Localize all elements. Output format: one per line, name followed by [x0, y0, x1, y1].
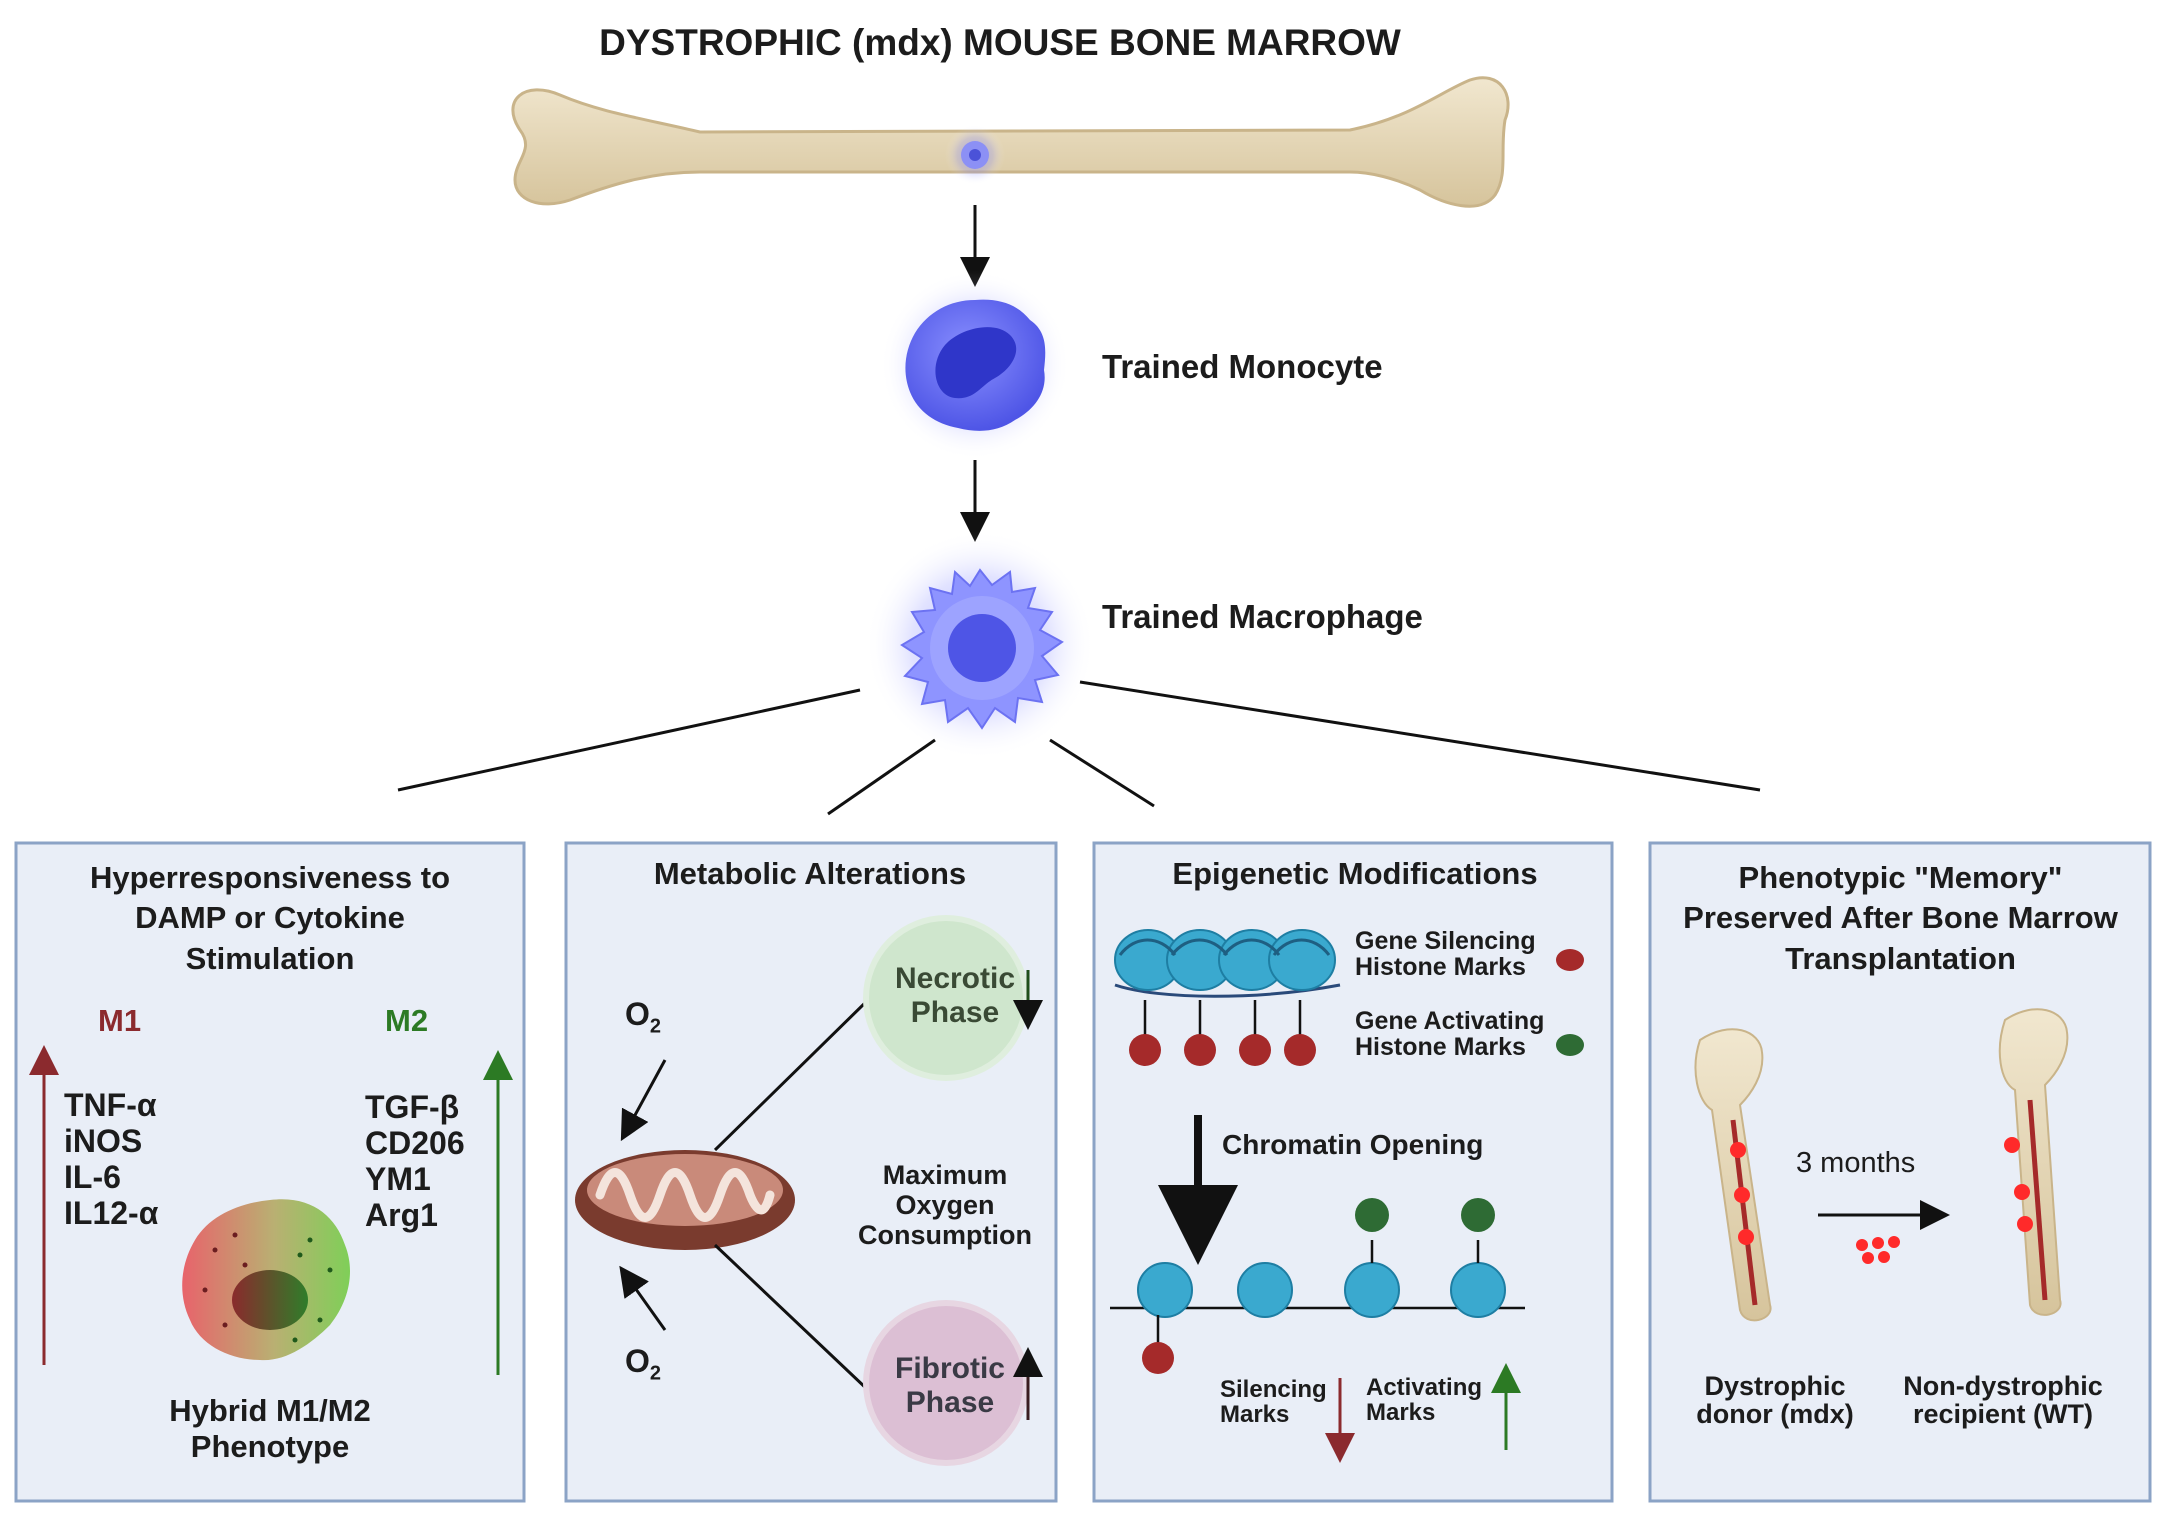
marker-tgf: TGF-β: [365, 1089, 460, 1125]
silencing-legend-line1: Gene Silencing: [1355, 927, 1536, 955]
necrotic-phase-label: Necrotic Phase: [880, 962, 1030, 1029]
max-oxygen-label: Maximum Oxygen Consumption: [830, 1160, 1060, 1251]
donor-line1: Dystrophic: [1704, 1371, 1846, 1401]
m2-label: M2: [385, 1003, 429, 1038]
panel2-title: Metabolic Alterations: [653, 856, 967, 891]
femur-bone-icon: [511, 76, 1510, 208]
marker-il6: IL-6: [64, 1159, 121, 1196]
recipient-bone-icon: [1998, 1008, 2069, 1316]
marker-cd206: CD206: [365, 1125, 465, 1162]
m1-label: M1: [98, 1003, 142, 1038]
activating-label: Activating Marks: [1366, 1374, 1483, 1427]
trained-macrophage-icon: [865, 530, 1095, 760]
m2-marker-list: TGF-β CD206 YM1 Arg1: [365, 1089, 465, 1234]
duration-label: 3 months: [1796, 1147, 1916, 1179]
mitochondrion-icon: [575, 1150, 795, 1250]
fibrotic-phase-label: Fibrotic Phase: [875, 1352, 1025, 1419]
panel3-title: Epigenetic Modifications: [1172, 856, 1538, 891]
panel1-title: Hyperresponsiveness to DAMP or Cytokine …: [89, 860, 451, 976]
activating-legend-line2: Histone Marks: [1355, 1033, 1526, 1062]
o2-arrow-top: [620, 1059, 667, 1142]
donor-label: Dystrophic donor (mdx): [1685, 1372, 1865, 1429]
activating-line1: Activating: [1366, 1374, 1483, 1401]
marker-inos: iNOS: [64, 1123, 143, 1160]
max-oxygen-line2: Oxygen: [895, 1190, 995, 1221]
marker-il12: IL12-α: [64, 1195, 159, 1232]
hybrid-macrophage-icon: [182, 1199, 350, 1361]
panel-memory: [1648, 841, 2152, 1503]
figure-title: DYSTROPHIC (mdx) MOUSE BONE MARROW: [599, 22, 1401, 63]
necrotic-phase-circle: [863, 915, 1029, 1081]
trained-macrophage-label: Trained Macrophage: [1102, 598, 1423, 635]
o2-bottom-label: O2: [625, 1343, 662, 1385]
recipient-line2: recipient (WT): [1913, 1399, 2093, 1430]
o2-top-symbol: O: [625, 996, 650, 1032]
o2-top-label: O2: [625, 996, 662, 1038]
max-oxygen-line1: Maximum: [882, 1160, 1008, 1190]
fibrotic-line2: Phase: [905, 1385, 995, 1419]
panel4-title: Phenotypic "Memory" Preserved After Bone…: [1683, 860, 2118, 976]
hybrid-label-line2: Phenotype: [190, 1429, 350, 1464]
max-oxygen-line3: Consumption: [858, 1220, 1032, 1251]
closed-chromatin-icon: [1114, 929, 1341, 1066]
activating-line2: Marks: [1366, 1399, 1436, 1427]
o2-top-subscript: 2: [649, 1015, 662, 1038]
mito-to-necrotic-line: [713, 998, 870, 1152]
silencing-mark-legend-icon: [1556, 949, 1584, 971]
silencing-line1: Silencing: [1220, 1376, 1327, 1403]
fibrotic-line1: Fibrotic: [895, 1352, 1005, 1385]
silencing-label: Silencing Marks: [1220, 1376, 1327, 1429]
necrotic-line2: Phase: [910, 995, 1000, 1029]
o2-bottom-subscript: 2: [649, 1362, 662, 1385]
m1-marker-list: TNF-α iNOS IL-6 IL12-α: [64, 1087, 158, 1232]
hybrid-label-line1: Hybrid M1/M2: [169, 1393, 371, 1428]
marker-tnf: TNF-α: [64, 1087, 157, 1123]
recipient-label: Non-dystrophic recipient (WT): [1888, 1372, 2118, 1429]
necrotic-line1: Necrotic: [894, 962, 1016, 995]
chromatin-opening-label: Chromatin Opening: [1222, 1129, 1484, 1160]
donor-line2: donor (mdx): [1696, 1399, 1854, 1430]
activating-legend-line1: Gene Activating: [1355, 1007, 1545, 1035]
silencing-legend-line2: Histone Marks: [1355, 953, 1526, 982]
trained-monocyte-label: Trained Monocyte: [1102, 348, 1383, 385]
silencing-line2: Marks: [1220, 1401, 1290, 1429]
recipient-line1: Non-dystrophic: [1903, 1371, 2103, 1401]
o2-arrow-bottom: [619, 1265, 667, 1331]
transplanted-cells-icon: [1856, 1236, 1900, 1264]
activating-mark-legend-icon: [1556, 1034, 1584, 1056]
o2-bottom-symbol: O: [625, 1343, 650, 1379]
donor-bone-icon: [1694, 1028, 1772, 1322]
marker-ym1: YM1: [365, 1161, 431, 1198]
trained-monocyte-icon: [880, 270, 1070, 460]
fibrotic-phase-circle: [863, 1300, 1029, 1466]
activating-marks-legend: Gene Activating Histone Marks: [1355, 1008, 1544, 1061]
branch-lines: [397, 680, 1761, 816]
open-chromatin-icon: [1110, 1198, 1525, 1374]
marker-arg1: Arg1: [365, 1197, 438, 1234]
mito-to-fibrotic-line: [713, 1243, 870, 1392]
silencing-marks-legend: Gene Silencing Histone Marks: [1355, 928, 1536, 981]
panel-hyperresponsiveness: [14, 841, 526, 1503]
